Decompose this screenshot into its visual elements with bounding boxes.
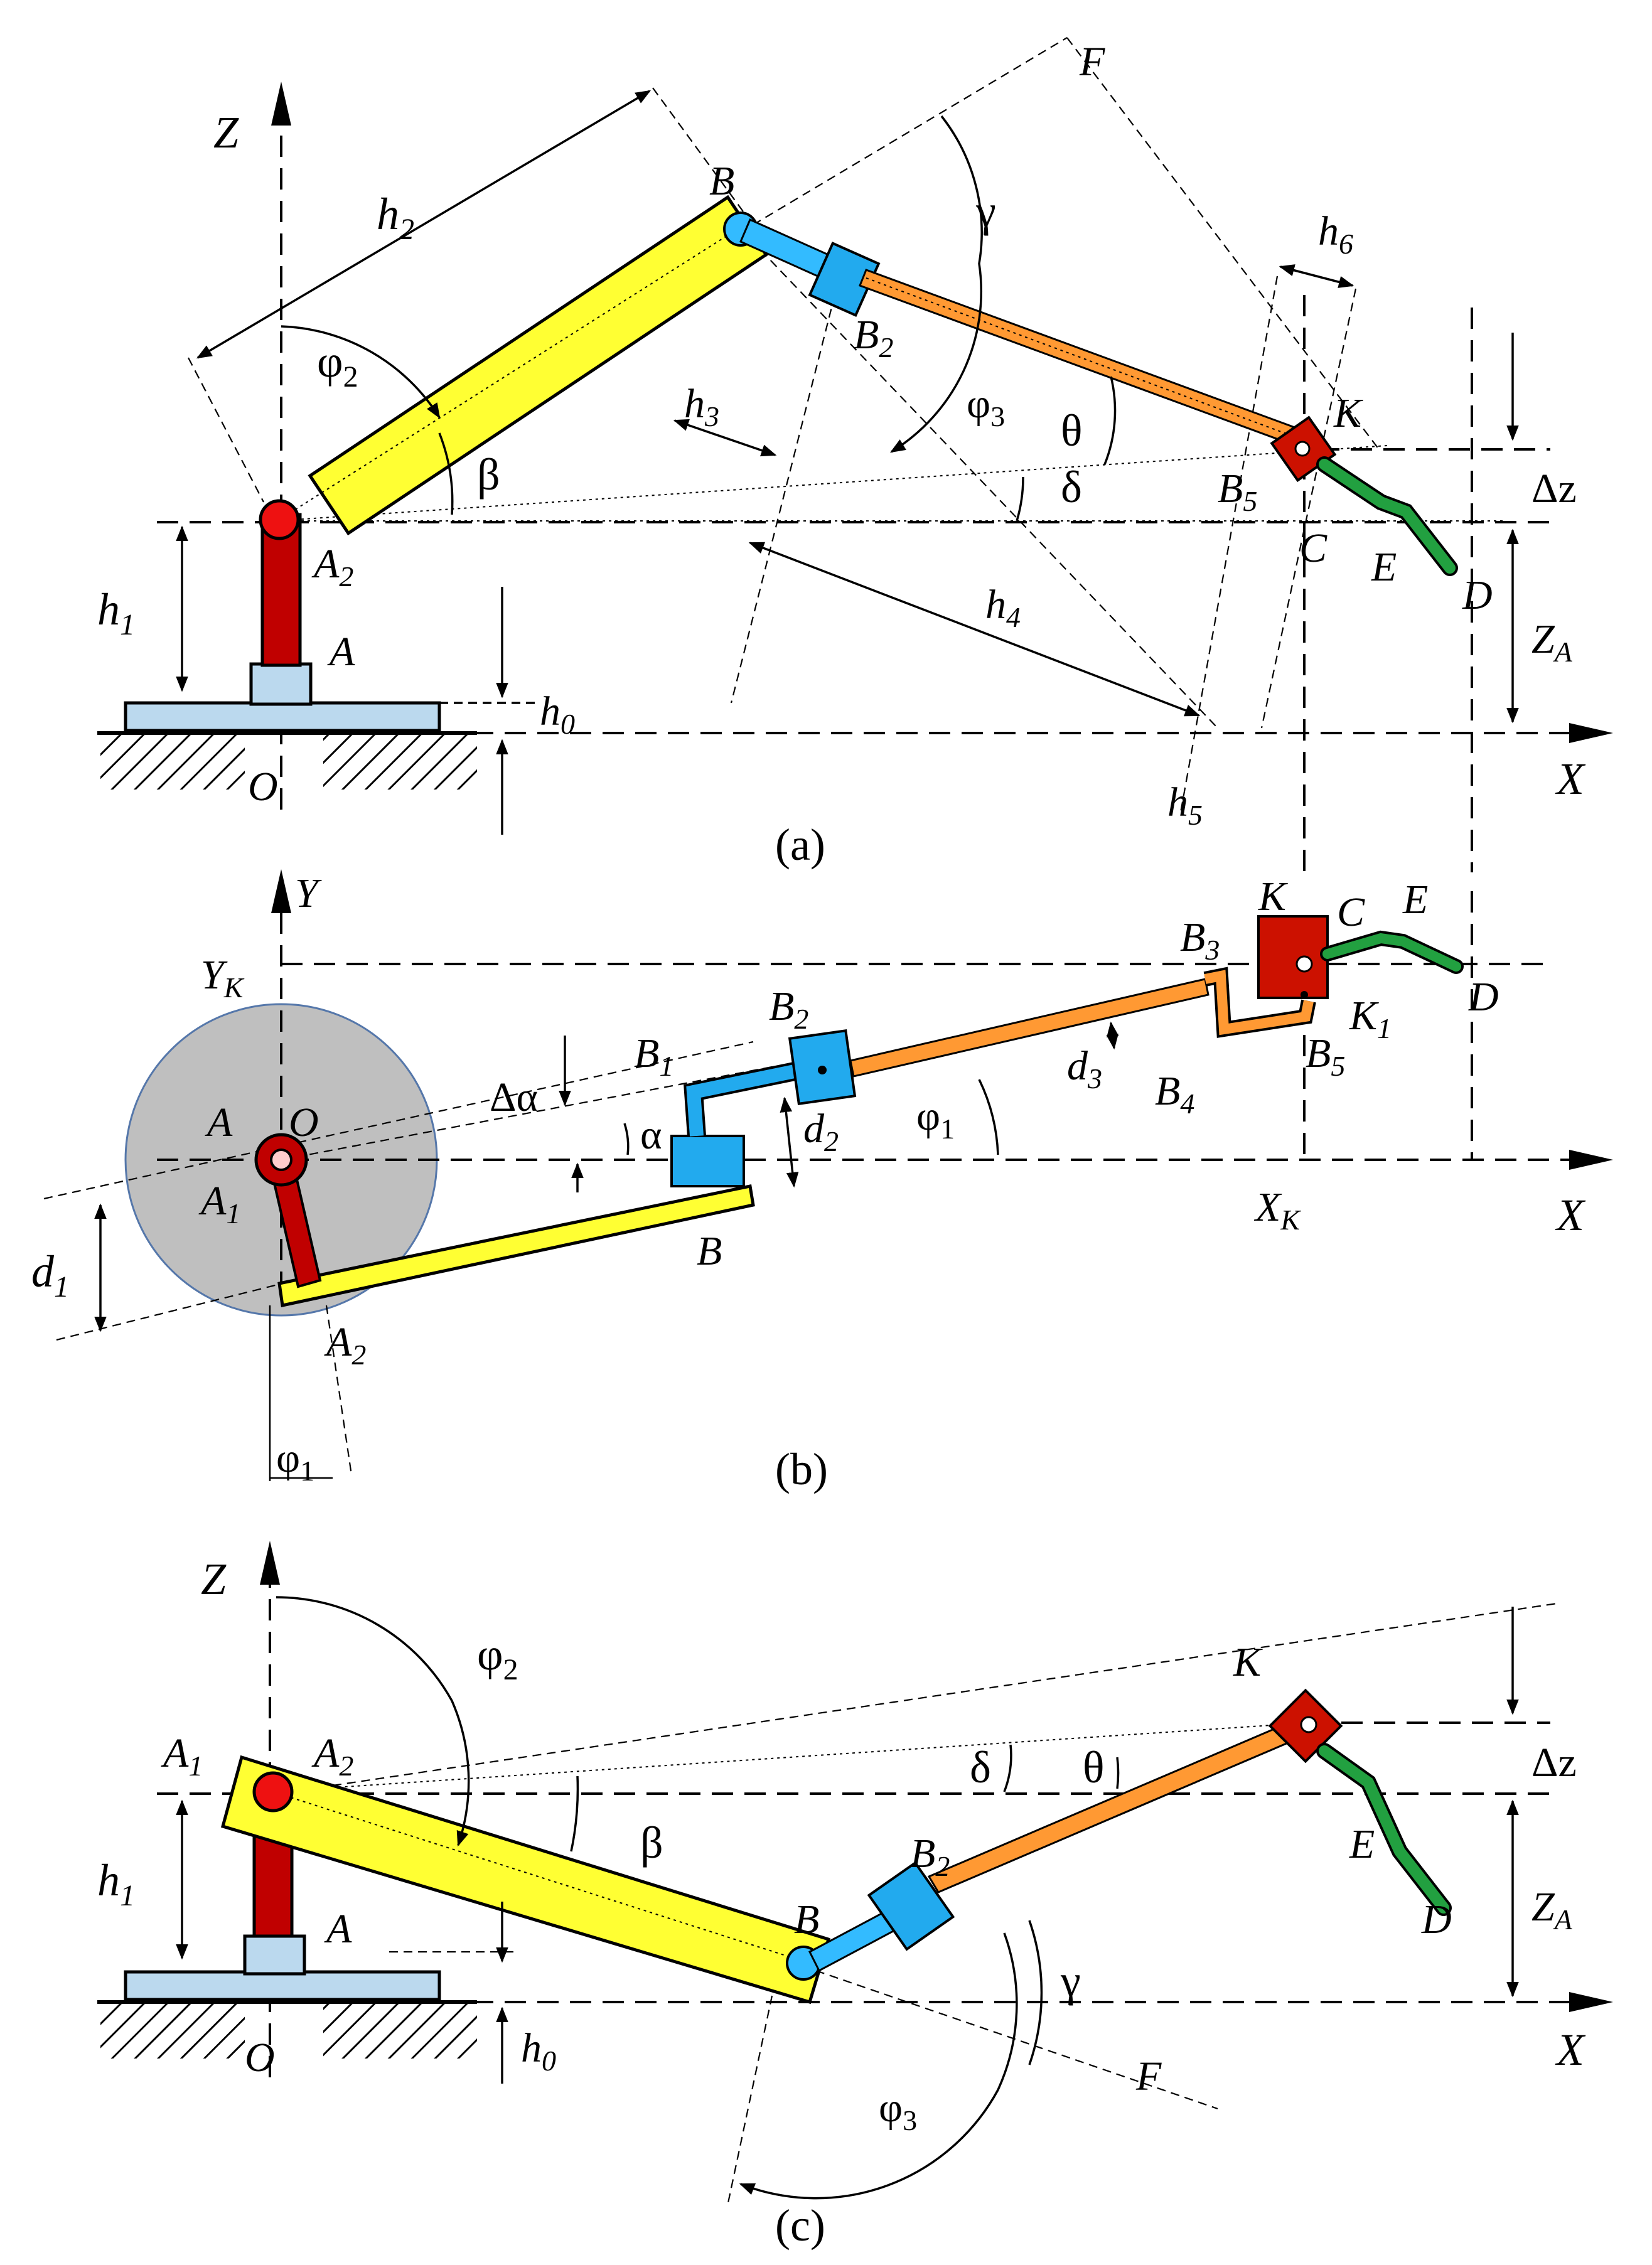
label-e: E	[1371, 544, 1397, 590]
label-dz-c: Δz	[1531, 1740, 1577, 1786]
wrist-k-top	[1257, 915, 1329, 999]
label-o-c: O	[245, 2035, 275, 2080]
label-o: O	[248, 764, 278, 810]
label-b-b: B	[697, 1228, 722, 1274]
label-dalpha: Δα	[490, 1074, 538, 1120]
label-o-b: O	[289, 1100, 319, 1145]
label-za: ZA	[1531, 616, 1573, 668]
label-b2: B2	[854, 312, 893, 363]
base-hub	[249, 662, 313, 706]
label-b-c: B	[794, 1897, 819, 1942]
label-theta: θ	[1061, 405, 1083, 456]
label-a1-c: A1	[161, 1730, 203, 1782]
label-c: C	[1299, 525, 1328, 571]
label-h0-c: h0	[521, 2025, 556, 2077]
label-alpha: α	[640, 1112, 662, 1158]
label-phi2-c: φ2	[477, 1629, 518, 1686]
label-h1: h1	[97, 584, 135, 641]
label-k-b: K	[1258, 874, 1288, 919]
label-z-c: Z	[201, 1554, 227, 1604]
label-b2-c: B2	[910, 1831, 950, 1882]
label-b5-b: B5	[1306, 1031, 1345, 1082]
lower-arm-link	[277, 1184, 755, 1308]
label-b4-b: B4	[1155, 1068, 1194, 1120]
label-b1-b: B1	[634, 1031, 673, 1082]
label-z: Z	[213, 107, 239, 158]
ground-hatch-right	[323, 733, 477, 790]
caption-c: (c)	[775, 2200, 825, 2251]
slider-b2	[808, 241, 881, 318]
label-d2: d2	[803, 1106, 839, 1157]
view-b: Y X YK XK A O A1 A2 B B1 B2 B3 B4 B5 K K…	[31, 869, 1613, 1494]
label-b5: B5	[1218, 466, 1257, 517]
label-za-c: ZA	[1531, 1884, 1573, 1936]
label-phi1: φ1	[916, 1093, 955, 1145]
label-d1: d1	[31, 1246, 69, 1304]
label-b2-b: B2	[769, 983, 808, 1035]
label-a2-b: A2	[324, 1319, 366, 1371]
label-y: Y	[295, 870, 322, 916]
label-a-c: A	[324, 1906, 352, 1952]
label-f: F	[1079, 39, 1105, 85]
label-k: K	[1333, 390, 1363, 436]
label-a-b: A	[205, 1100, 233, 1145]
label-xb: X	[1555, 1190, 1586, 1240]
label-k1-b: K1	[1349, 993, 1392, 1044]
label-x: X	[1555, 754, 1586, 804]
label-phi3-c: φ3	[879, 2085, 917, 2136]
joint-a2-c	[252, 1771, 294, 1813]
label-gamma: γ	[975, 186, 996, 236]
label-yk: YK	[201, 952, 245, 1004]
label-theta-c: θ	[1083, 1742, 1105, 1792]
label-dz: Δz	[1531, 466, 1577, 511]
block-b	[670, 1135, 745, 1187]
label-b: B	[709, 158, 734, 204]
label-delta-c: δ	[970, 1742, 991, 1792]
label-c-b: C	[1337, 889, 1365, 935]
label-k-c: K	[1233, 1639, 1263, 1685]
view-c: Z X O A A1 A2 B B2 K E D F h0 h1 φ2 φ3 β…	[97, 1541, 1613, 2251]
upper-arm-link-c	[220, 1755, 831, 2005]
label-e-c: E	[1349, 1821, 1375, 1867]
label-phi1-bottom: φ1	[276, 1435, 314, 1487]
label-h1-c: h1	[97, 1855, 135, 1912]
label-gamma-c: γ	[1060, 1956, 1081, 2006]
view-a: Z X O A A2 B B2 B5 K C E D F h0 h1 h2 h3…	[97, 37, 1613, 872]
label-h5: h5	[1167, 779, 1203, 831]
label-h3: h3	[684, 381, 719, 432]
joint-a2	[259, 499, 300, 540]
label-h0: h0	[540, 688, 575, 740]
label-d: D	[1462, 572, 1493, 618]
label-d3: d3	[1067, 1043, 1102, 1095]
slider-b2-c	[867, 1861, 955, 1951]
label-f-c: F	[1135, 2053, 1162, 2099]
label-e-b: E	[1402, 877, 1428, 923]
label-beta-c: β	[640, 1818, 663, 1868]
label-x-c: X	[1555, 2025, 1586, 2075]
label-delta: δ	[1061, 462, 1082, 512]
label-h4: h4	[985, 582, 1021, 633]
label-a2: A2	[311, 541, 353, 592]
label-beta: β	[477, 449, 500, 500]
label-d-b: D	[1468, 974, 1499, 1020]
ground-hatch-left	[100, 733, 245, 790]
label-h2: h2	[377, 189, 414, 246]
label-b3-b: B3	[1180, 914, 1220, 966]
label-a1-b: A1	[198, 1178, 240, 1229]
label-a2-c: A2	[311, 1730, 353, 1782]
caption-b: (b)	[775, 1444, 828, 1494]
label-xk: XK	[1253, 1184, 1301, 1236]
upper-arm-link	[308, 195, 768, 536]
label-a: A	[327, 629, 355, 675]
caption-a: (a)	[775, 820, 825, 870]
label-phi3: φ3	[967, 381, 1005, 432]
label-h6: h6	[1318, 208, 1353, 260]
label-phi2: φ2	[317, 336, 358, 394]
base-plate	[124, 701, 441, 732]
label-d-c: D	[1421, 1897, 1452, 1942]
